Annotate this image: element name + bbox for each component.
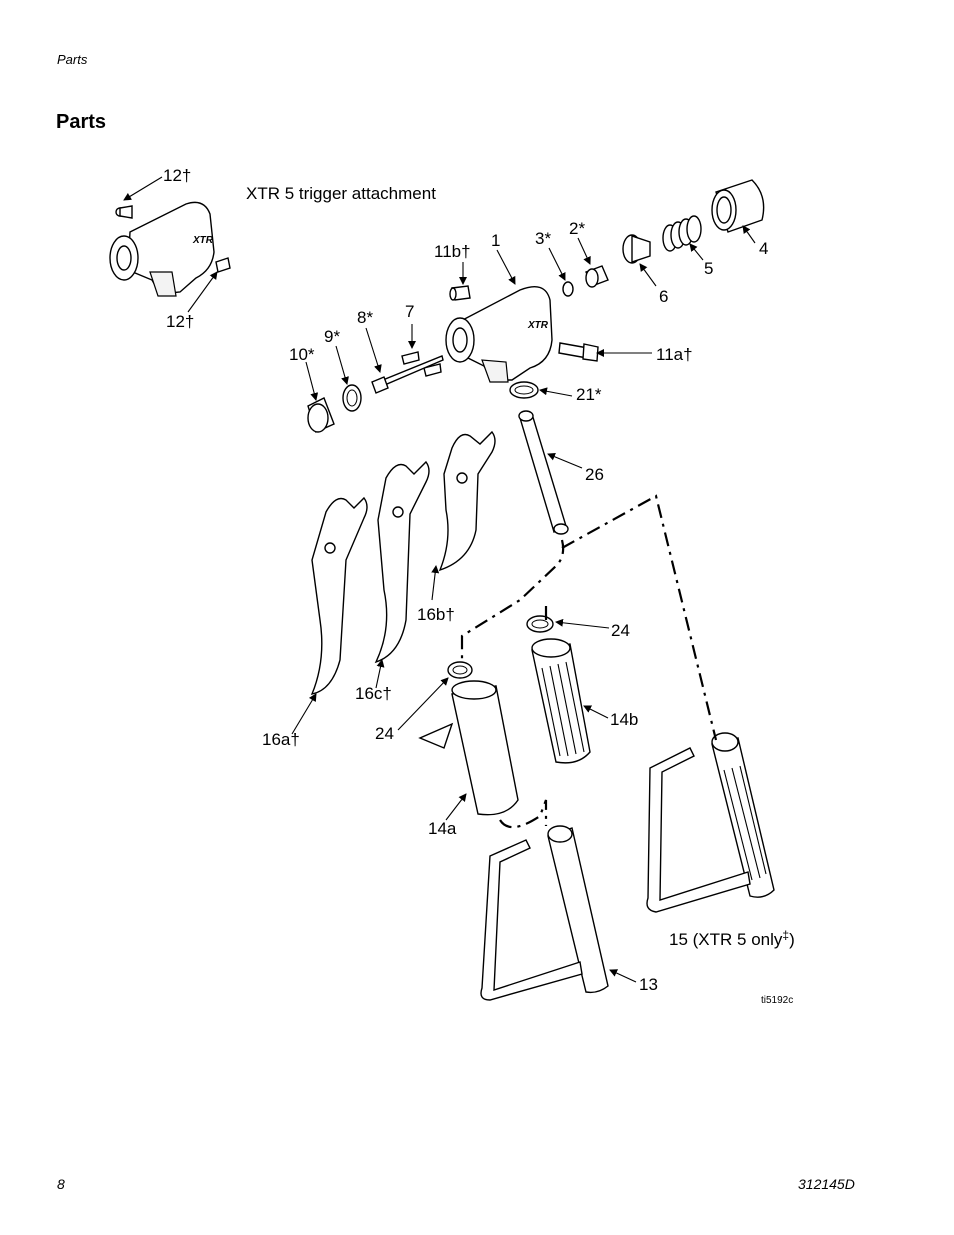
page-number: 8 [57,1176,65,1192]
label-15: 15 (XTR 5 only‡) [669,928,795,949]
plug-part-10 [307,397,335,433]
fitting-part-2 [585,265,609,288]
cup-part-6 [622,234,651,264]
label-4: 4 [759,239,768,258]
label-13: 13 [639,975,658,994]
o-ring-part-24-top [526,615,554,633]
label-12-top: 12† [163,166,191,185]
handle-guard-part-13 [480,825,609,1001]
label-16a: 16a† [262,730,300,749]
trigger-part-16b [438,430,496,572]
washer-part-3 [562,281,574,297]
section-title: Parts [56,111,107,133]
label-8: 8* [357,308,373,327]
label-14a: 14a [428,819,457,838]
grip-part-14b [531,638,591,764]
label-7: 7 [405,302,414,321]
svg-text:XTR: XTR [192,235,214,246]
doc-number: 312145D [798,1176,855,1192]
label-9: 9* [324,327,340,346]
assembly-line-16b [460,539,565,660]
trigger-part-16a [310,496,368,695]
assembly-line-15 [561,494,718,741]
spring-part-5 [662,215,702,252]
inset-gun-head: XTR [109,201,231,297]
nut-part-4 [711,179,765,233]
label-16b: 16b† [417,605,455,624]
label-26: 26 [585,465,604,484]
label-24-left: 24 [375,724,394,743]
caption-trigger-attachment: XTR 5 trigger attachment [246,184,436,203]
o-ring-part-24-left [447,661,473,679]
label-2: 2* [569,219,585,238]
svg-text:XTR: XTR [527,320,549,331]
gun-head-part-1: XTR [445,286,553,383]
filter-part-26 [518,410,569,535]
grip-part-14a [418,680,519,816]
needle-part-8 [371,355,444,394]
label-10: 10* [289,345,315,364]
label-6: 6 [659,287,668,306]
label-14b: 14b [610,710,638,729]
label-1: 1 [491,231,500,250]
assembly-line-14a [499,799,548,829]
bolt-part-11a [558,342,599,362]
label-3: 3* [535,229,551,248]
label-21: 21* [576,385,602,404]
trigger-part-16c [374,460,430,664]
label-24-top: 24 [611,621,630,640]
seal-part-9 [342,384,362,412]
label-11a: 11a† [656,345,693,364]
label-12-bottom: 12† [166,312,194,331]
screw-part-11b [449,285,471,301]
o-ring-part-21 [509,381,539,399]
label-5: 5 [704,259,713,278]
running-header: Parts [57,52,88,67]
label-11b: 11b† [434,242,471,261]
label-16c: 16c† [355,684,392,703]
figure-id: ti5192c [761,995,793,1006]
handle-guard-part-15 [646,732,775,913]
